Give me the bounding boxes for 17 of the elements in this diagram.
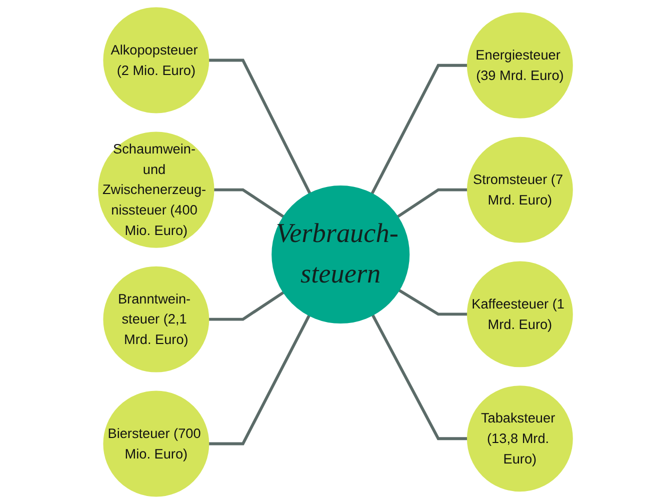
connector <box>208 314 310 446</box>
node-circle: Verbrauch- steuern <box>272 186 410 324</box>
connector <box>396 188 468 218</box>
node-circle: Kaffeesteuer (1 Mrd. Euro) <box>466 261 573 368</box>
connector <box>208 291 284 321</box>
node-circle: Stromsteuer (7 Mrd. Euro) <box>466 136 573 243</box>
node-circle: Schaumwein- und Zwischenerzeug- nissteuer (400 Mio. Euro) <box>98 132 214 248</box>
connector <box>214 188 284 218</box>
node-circle: Alkopopsteuer (2 Mio. Euro) <box>103 7 210 114</box>
connector <box>398 289 468 316</box>
node-circle: Biersteuer (700 Mio. Euro) <box>103 390 210 497</box>
connector <box>208 58 312 194</box>
connector <box>371 314 468 440</box>
node-circle: Energiesteuer (39 Mrd. Euro) <box>466 12 573 118</box>
connector <box>370 64 468 194</box>
node-circle: Branntwein- steuer (2,1 Mrd. Euro) <box>103 266 210 372</box>
node-circle: Tabaksteuer (13,8 Mrd. Euro) <box>466 386 573 492</box>
